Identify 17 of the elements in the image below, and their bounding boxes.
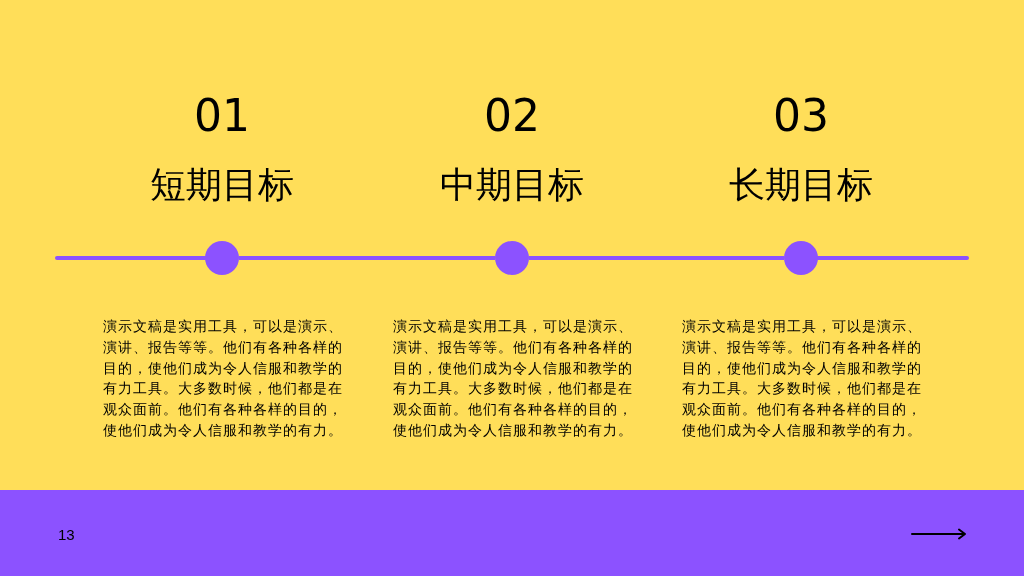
page-number: 13 [58, 526, 75, 544]
timeline-dot [205, 241, 239, 275]
timeline-line [529, 256, 784, 260]
timeline-line [816, 256, 969, 260]
step-heading: 中期目标 [439, 163, 585, 207]
step-number: 01 [193, 90, 251, 142]
step-number: 03 [772, 90, 830, 142]
step-number: 02 [483, 90, 541, 142]
step-heading: 短期目标 [149, 163, 295, 207]
timeline-line [55, 256, 207, 260]
step-description: 演示文稿是实用工具，可以是演示、演讲、报告等等。他们有各种各样的目的，使他们成为令人信服和教学的有力工具。大多数时候，他们都是在观众面前。他们有各种各样的目的，使他们成为令人信服和教学的有力。 [393, 317, 634, 440]
step-description: 演示文稿是实用工具，可以是演示、演讲、报告等等。他们有各种各样的目的，使他们成为令人信服和教学的有力工具。大多数时候，他们都是在观众面前。他们有各种各样的目的，使他们成为令人信服和教学的有力。 [103, 317, 344, 440]
step-heading: 长期目标 [728, 163, 874, 207]
step-description: 演示文稿是实用工具，可以是演示、演讲、报告等等。他们有各种各样的目的，使他们成为令人信服和教学的有力工具。大多数时候，他们都是在观众面前。他们有各种各样的目的，使他们成为令人信服和教学的有力。 [682, 317, 923, 440]
timeline-line [239, 256, 495, 260]
timeline-dot [495, 241, 529, 275]
timeline-dot [784, 241, 818, 275]
